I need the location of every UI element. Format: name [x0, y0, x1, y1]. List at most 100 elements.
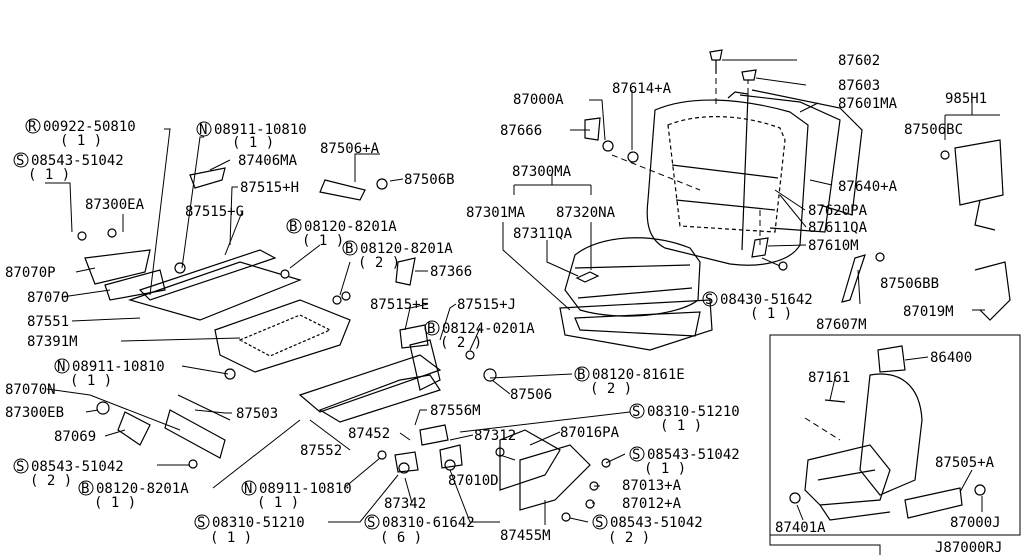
label-87016PA: 87016PA [560, 425, 620, 441]
label-87603: 87603 [838, 78, 880, 94]
symbol-circles: R N S B B B N B S S S S B N S S S [13, 118, 718, 531]
label-08120-8201A-c: 08120-8201A [96, 481, 189, 497]
label-08430-51642-qty: ( 1 ) [750, 306, 792, 322]
label-87000J: 87000J [950, 515, 1001, 531]
b-symbol-08120-c: B [81, 481, 89, 497]
label-08310-51210-a-qty: ( 1 ) [660, 418, 702, 434]
misc-parts [117, 117, 1011, 511]
s-symbol-08543-b: S [16, 459, 24, 475]
b-symbol-08120-a: B [289, 219, 297, 235]
leader-lines [45, 59, 1000, 525]
label-08120-8161E: 08120-8161E [592, 367, 685, 383]
seat-back-illustration [611, 78, 863, 266]
label-87391M: 87391M [27, 334, 78, 350]
label-87000A: 87000A [513, 92, 564, 108]
label-87161: 87161 [808, 370, 850, 386]
label-08120-8161E-qty: ( 2 ) [590, 381, 632, 397]
label-87019M: 87019M [903, 304, 954, 320]
label-87010D: 87010D [448, 473, 499, 489]
label-87551: 87551 [27, 314, 69, 330]
label-08310-61642-qty: ( 6 ) [380, 530, 422, 546]
label-87506A: 87506+A [320, 141, 380, 157]
label-87666: 87666 [500, 123, 542, 139]
label-87614A: 87614+A [612, 81, 672, 97]
s-symbol-08543-c: S [632, 447, 640, 463]
b-symbol-08120-b: B [345, 241, 353, 257]
label-87070: 87070 [27, 290, 69, 306]
label-87505A: 87505+A [935, 455, 995, 471]
r-symbol-00922: R [28, 119, 37, 135]
label-87069: 87069 [54, 429, 96, 445]
label-08310-51210-a: 08310-51210 [647, 404, 740, 420]
label-08120-8201A-a: 08120-8201A [304, 219, 397, 235]
headrest-guides [709, 49, 757, 81]
label-08120-8201A-a-qty: ( 1 ) [302, 233, 344, 249]
label-08120-8201A-b: 08120-8201A [360, 241, 453, 257]
label-87515E: 87515+E [370, 297, 429, 313]
label-08543-51042-c: 08543-51042 [647, 447, 740, 463]
diagram-id: J87000RJ [935, 540, 1002, 556]
label-87070N: 87070N [5, 382, 56, 398]
label-08124-0201A-qty: ( 2 ) [440, 335, 482, 351]
inset-box [769, 334, 1021, 555]
label-87515H: 87515+H [240, 180, 299, 196]
b-symbol-08120-8161: B [577, 367, 585, 383]
label-87312: 87312 [474, 428, 516, 444]
label-86400: 86400 [930, 350, 972, 366]
label-08120-8201A-b-qty: ( 2 ) [358, 255, 400, 271]
label-87610M: 87610M [808, 238, 859, 254]
label-87455M: 87455M [500, 528, 551, 544]
label-87611QA: 87611QA [808, 220, 868, 236]
label-87556M: 87556M [430, 403, 481, 419]
part-labels: 87602 87603 87601MA 87000A 87614+A 87666… [5, 53, 1002, 556]
label-87366: 87366 [430, 264, 472, 280]
s-symbol-08543-d: S [595, 515, 603, 531]
label-87342: 87342 [384, 496, 426, 512]
label-87506: 87506 [510, 387, 552, 403]
label-87406MA: 87406MA [238, 153, 298, 169]
fasteners [77, 140, 950, 522]
label-08543-51042-b: 08543-51042 [31, 459, 124, 475]
label-87620PA: 87620PA [808, 203, 868, 219]
label-08911-10810-b: 08911-10810 [72, 359, 165, 375]
label-08911-10810-a-qty: ( 1 ) [232, 135, 274, 151]
label-87640A: 87640+A [838, 179, 898, 195]
s-symbol-08310-6: S [367, 515, 375, 531]
label-87300MA: 87300MA [512, 164, 572, 180]
s-symbol-08310-b: S [197, 515, 205, 531]
label-87506BC: 87506BC [904, 122, 963, 138]
label-08911-10810-c: 08911-10810 [259, 481, 352, 497]
label-87070P: 87070P [5, 265, 56, 281]
label-87301MA: 87301MA [466, 205, 526, 221]
label-08911-10810-a: 08911-10810 [214, 122, 307, 138]
label-87503: 87503 [236, 406, 278, 422]
label-87506BB: 87506BB [880, 276, 939, 292]
label-87401A: 87401A [775, 520, 826, 536]
label-08310-51210-b-qty: ( 1 ) [210, 530, 252, 546]
label-87607M: 87607M [816, 317, 867, 333]
label-87602: 87602 [838, 53, 880, 69]
label-87452: 87452 [348, 426, 390, 442]
seat-frame-illustration [84, 167, 442, 459]
n-symbol-08911-b: N [57, 359, 65, 375]
seat-cushion-illustration [559, 237, 713, 351]
label-87506B: 87506B [404, 172, 455, 188]
label-87012A: 87012+A [622, 496, 682, 512]
label-08911-10810-b-qty: ( 1 ) [70, 373, 112, 389]
label-08310-51210-b: 08310-51210 [212, 515, 305, 531]
label-08120-8201A-c-qty: ( 1 ) [94, 495, 136, 511]
label-08543-51042-d: 08543-51042 [610, 515, 703, 531]
label-08543-51042-c-qty: ( 1 ) [644, 461, 686, 477]
s-symbol-08310-a: S [632, 404, 640, 420]
label-87300EA: 87300EA [85, 197, 145, 213]
label-87300EB: 87300EB [5, 405, 64, 421]
label-08543-51042-a-qty: ( 1 ) [28, 167, 70, 183]
b-symbol-08124: B [427, 321, 435, 337]
n-symbol-08911-c: N [244, 481, 252, 497]
label-87013A: 87013+A [622, 478, 682, 494]
label-08543-51042-b-qty: ( 2 ) [30, 473, 72, 489]
label-08543-51042-a: 08543-51042 [31, 153, 124, 169]
label-08543-51042-d-qty: ( 2 ) [608, 530, 650, 546]
n-symbol-08911-a: N [199, 122, 207, 138]
